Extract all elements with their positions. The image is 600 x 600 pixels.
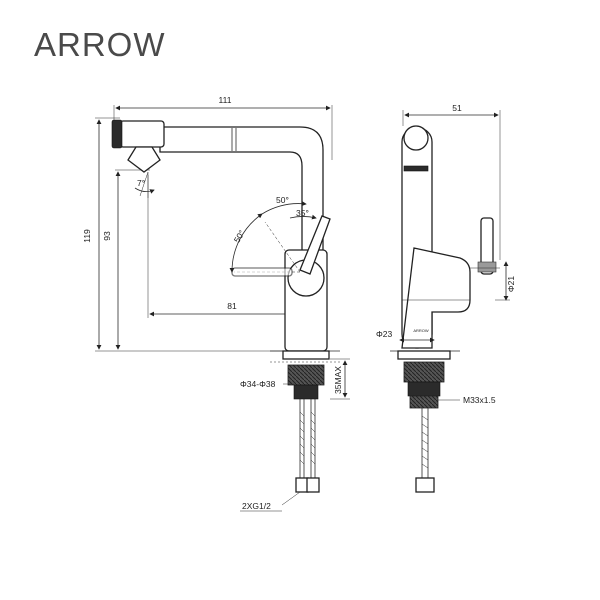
dim-reach: 81: [227, 301, 237, 311]
brand-logo: ARROW: [34, 26, 166, 63]
dim-deck-thickness: 35MAX: [333, 366, 343, 394]
dim-width-overall: 111: [219, 95, 232, 105]
spray-nozzle: [127, 146, 161, 173]
hose-fitting-right: [306, 477, 320, 493]
side-mounting-nut: [407, 381, 441, 397]
dim-depth-overall: 51: [452, 103, 462, 113]
dim-height-spout: 93: [102, 231, 112, 241]
side-hose-fitting: [415, 477, 435, 493]
supply-hoses: [295, 399, 320, 493]
side-handle-base: [477, 261, 497, 273]
side-deck-flange: [397, 350, 451, 360]
spray-head-cap: [111, 119, 123, 149]
dim-angle-spout: 7°: [137, 178, 145, 188]
dim-hose-thread: 2XG1/2: [242, 501, 271, 511]
spray-head: [119, 120, 165, 148]
side-body: [401, 247, 471, 349]
dim-body-diameter: Φ23: [376, 329, 393, 339]
mounting-shank: [287, 364, 325, 386]
dim-hole-diameter: Φ34-Φ38: [240, 379, 276, 389]
hose-fitting-left: [295, 477, 309, 493]
side-body-logo: ARROW: [413, 328, 429, 333]
dim-handle-diameter: Φ21: [506, 276, 516, 293]
dim-angle-35: 35°: [296, 208, 309, 218]
side-spray-joint: [403, 165, 429, 172]
front-view: 111 119 93 81 7°: [82, 95, 350, 512]
dim-angle-50-right: 50°: [276, 195, 289, 205]
side-spray-head: [403, 125, 429, 151]
dim-height-overall: 119: [82, 229, 92, 243]
side-view: 51 Φ21 Φ23 ARROW M33x1.5: [376, 103, 516, 493]
side-threaded-rod: [409, 395, 439, 409]
dim-angle-50-left: 50°: [232, 228, 247, 244]
deck-flange: [282, 350, 330, 360]
side-mounting-shank: [403, 361, 445, 383]
mounting-nut: [293, 384, 319, 400]
dim-shank-thread: M33x1.5: [463, 395, 496, 405]
handle-lever-ghost: [231, 267, 293, 277]
side-handle: [480, 217, 494, 275]
handle-lever: [299, 215, 331, 275]
